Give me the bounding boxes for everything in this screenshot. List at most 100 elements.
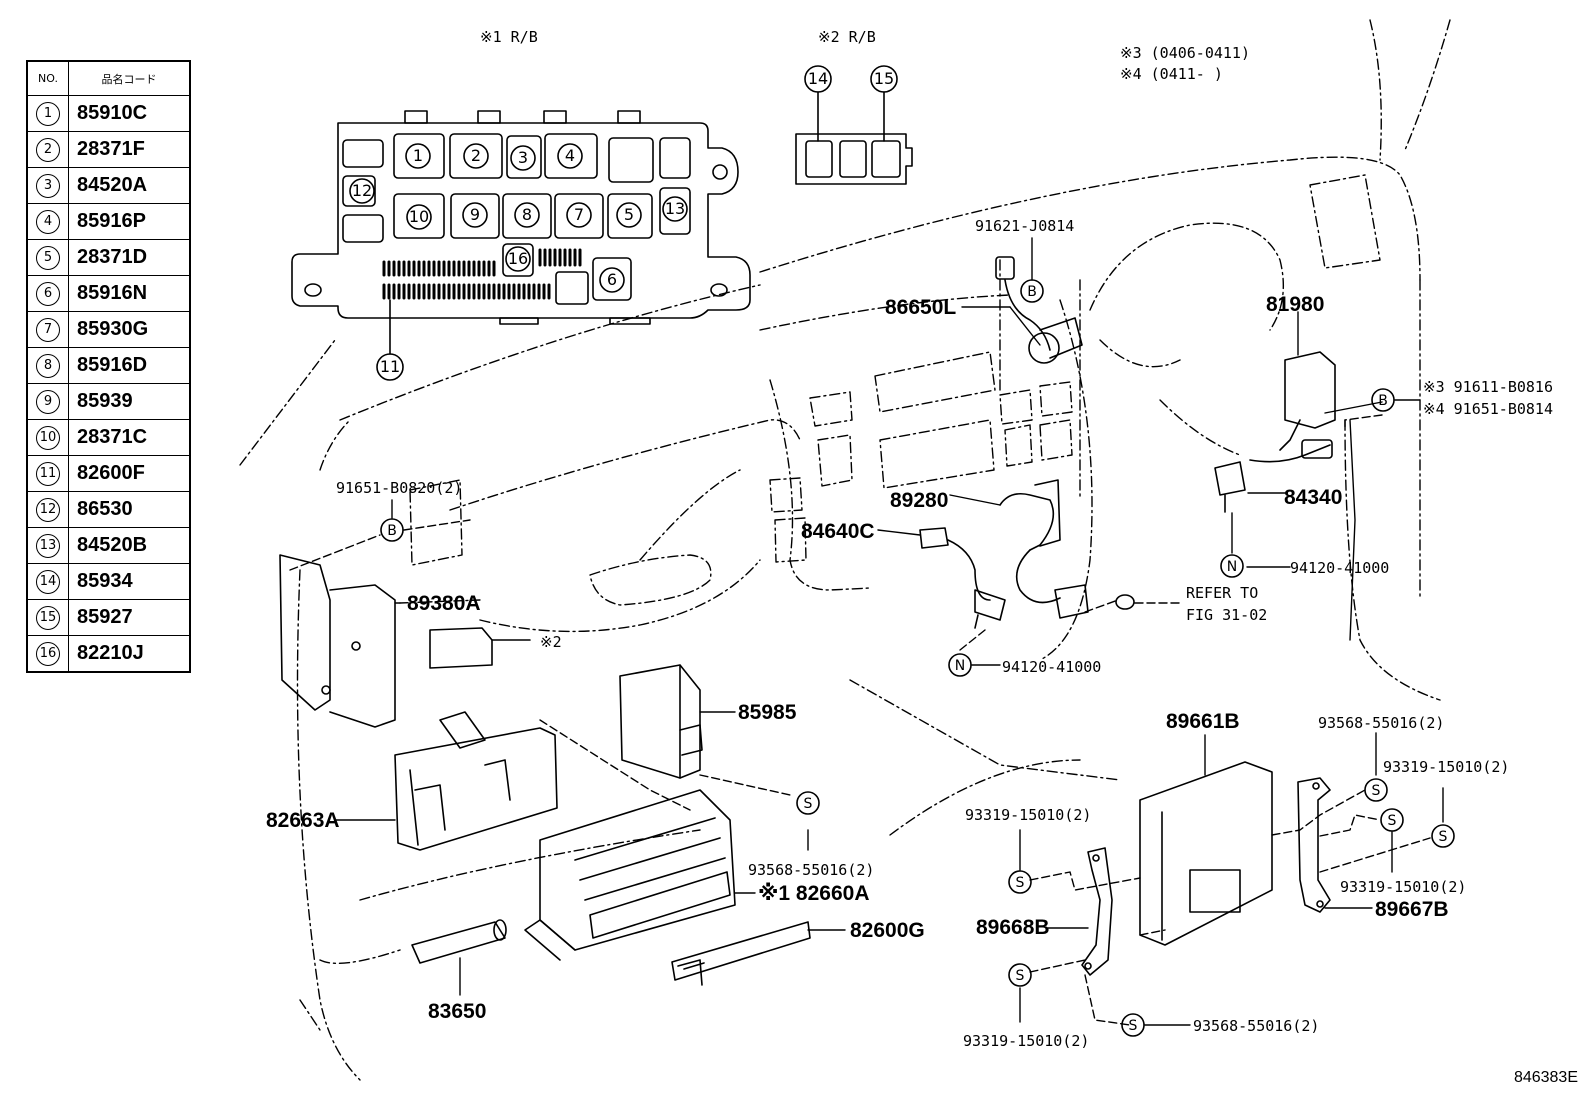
note-3: ※3 (0406-0411) xyxy=(1120,44,1250,62)
rb1-slot-16: 16 xyxy=(508,249,528,268)
rb1-slot-12: 12 xyxy=(352,181,372,200)
row-number: 7 xyxy=(36,317,60,342)
connector-86650l xyxy=(995,256,1083,364)
label-82600g: 82600G xyxy=(850,919,925,942)
label-94120-41000-a: 94120-41000 xyxy=(1290,559,1389,577)
part-code: 85939 xyxy=(68,383,191,420)
label-93319-15010-b: 93319-15010(2) xyxy=(965,806,1091,824)
parts-table-row: 14 85934 xyxy=(26,563,191,600)
label-91651-b0814: ※4 91651-B0814 xyxy=(1423,400,1553,418)
part-code: 84520A xyxy=(68,167,191,204)
row-number: 11 xyxy=(36,461,60,486)
row-number: 5 xyxy=(36,245,60,270)
rb1-slot-10: 10 xyxy=(409,207,429,226)
label-89668b: 89668B xyxy=(976,916,1050,939)
label-82600g xyxy=(671,921,811,986)
harness-89280 xyxy=(999,479,1089,619)
rb1-slot-7: 7 xyxy=(574,205,584,224)
row-number: 14 xyxy=(36,569,60,594)
part-code: 86530 xyxy=(68,491,191,528)
callout-s-4: S xyxy=(1439,829,1448,845)
row-number: 4 xyxy=(36,209,60,234)
sensor-81980 xyxy=(1214,351,1336,513)
rb2-slot-14: 14 xyxy=(808,69,828,88)
module-85985 xyxy=(619,664,703,779)
row-number: 1 xyxy=(36,101,60,126)
part-code: 85916N xyxy=(68,275,191,312)
label-89280: 89280 xyxy=(890,489,948,512)
row-number: 6 xyxy=(36,281,60,306)
bracket-89667b xyxy=(1297,777,1331,913)
parts-table-row: 6 85916N xyxy=(26,275,191,312)
label-83650: 83650 xyxy=(428,1000,486,1023)
label-refer-2: FIG 31-02 xyxy=(1186,606,1267,624)
row-number: 16 xyxy=(36,641,60,666)
callout-s-2: S xyxy=(1372,783,1381,799)
label-89667b: 89667B xyxy=(1375,898,1449,921)
parts-table-row: 4 85916P xyxy=(26,203,191,240)
parts-table-header: NO. 品名コード xyxy=(26,60,191,96)
bracket-89380a xyxy=(279,554,531,728)
rb1-slot-2: 2 xyxy=(471,146,481,165)
part-code: 85934 xyxy=(68,563,191,600)
relay-box-2: 14 15 xyxy=(795,65,913,185)
note-rb2: ※2 R/B xyxy=(818,28,876,46)
label-93319-15010-d: 93319-15010(2) xyxy=(963,1032,1089,1050)
page-code: 846383E xyxy=(1513,1069,1578,1086)
junction-block-82660a xyxy=(524,789,736,961)
row-number: 2 xyxy=(36,137,60,162)
row-number: 13 xyxy=(36,533,60,558)
label-91651-b0820: 91651-B0820(2) xyxy=(336,479,462,497)
row-number: 15 xyxy=(36,605,60,630)
label-89661b: 89661B xyxy=(1166,710,1240,733)
label-84340: 84340 xyxy=(1284,486,1342,509)
fuse-puller-83650 xyxy=(411,919,507,964)
label-89380a: 89380A xyxy=(407,592,481,615)
label-85985: 85985 xyxy=(738,701,797,724)
label-93568-55016-c: 93568-55016(2) xyxy=(1193,1017,1319,1035)
bracket-89668b xyxy=(1081,847,1113,976)
row-number: 8 xyxy=(36,353,60,378)
part-code: 85916D xyxy=(68,347,191,384)
parts-table-row: 8 85916D xyxy=(26,347,191,384)
parts-table-row: 16 82210J xyxy=(26,635,191,673)
row-number: 10 xyxy=(36,425,60,450)
label-93568-55016-a: 93568-55016(2) xyxy=(748,861,874,879)
callout-circles: B B B N N S S S S S S S xyxy=(380,279,1455,1037)
label-93568-55016-b: 93568-55016(2) xyxy=(1318,714,1444,732)
callout-b-1: B xyxy=(1027,284,1037,300)
label-93319-15010-a: 93319-15010(2) xyxy=(1383,758,1509,776)
callout-b-2: B xyxy=(1378,393,1388,409)
clip-refer xyxy=(1115,594,1135,610)
dashboard-outline xyxy=(239,19,1451,1081)
row-number: 3 xyxy=(36,173,60,198)
rb1-slot-1: 1 xyxy=(413,146,423,165)
label-91611-b0816: ※3 91611-B0816 xyxy=(1423,378,1553,396)
rb1-slot-11: 11 xyxy=(380,357,400,376)
part-code: 82210J xyxy=(68,635,191,673)
relay-box-1-slot-labels: 1 2 3 4 10 9 8 7 5 12 13 16 6 11 xyxy=(349,143,688,381)
callout-s-5: S xyxy=(1016,875,1025,891)
rb1-slot-13: 13 xyxy=(665,199,685,218)
part-code: 85910C xyxy=(68,95,191,132)
note-rb1: ※1 R/B xyxy=(480,28,538,46)
parts-table-row: 11 82600F xyxy=(26,455,191,492)
label-refer-1: REFER TO xyxy=(1186,584,1258,602)
label-81980: 81980 xyxy=(1266,293,1324,316)
note-4: ※4 (0411- ) xyxy=(1120,65,1223,83)
callout-s-7: S xyxy=(1129,1018,1138,1034)
rb1-slot-8: 8 xyxy=(522,205,532,224)
rb1-slot-9: 9 xyxy=(470,205,480,224)
part-code: 85916P xyxy=(68,203,191,240)
rb1-slot-5: 5 xyxy=(624,205,634,224)
part-code: 82600F xyxy=(68,455,191,492)
rb2-slot-15: 15 xyxy=(874,69,894,88)
